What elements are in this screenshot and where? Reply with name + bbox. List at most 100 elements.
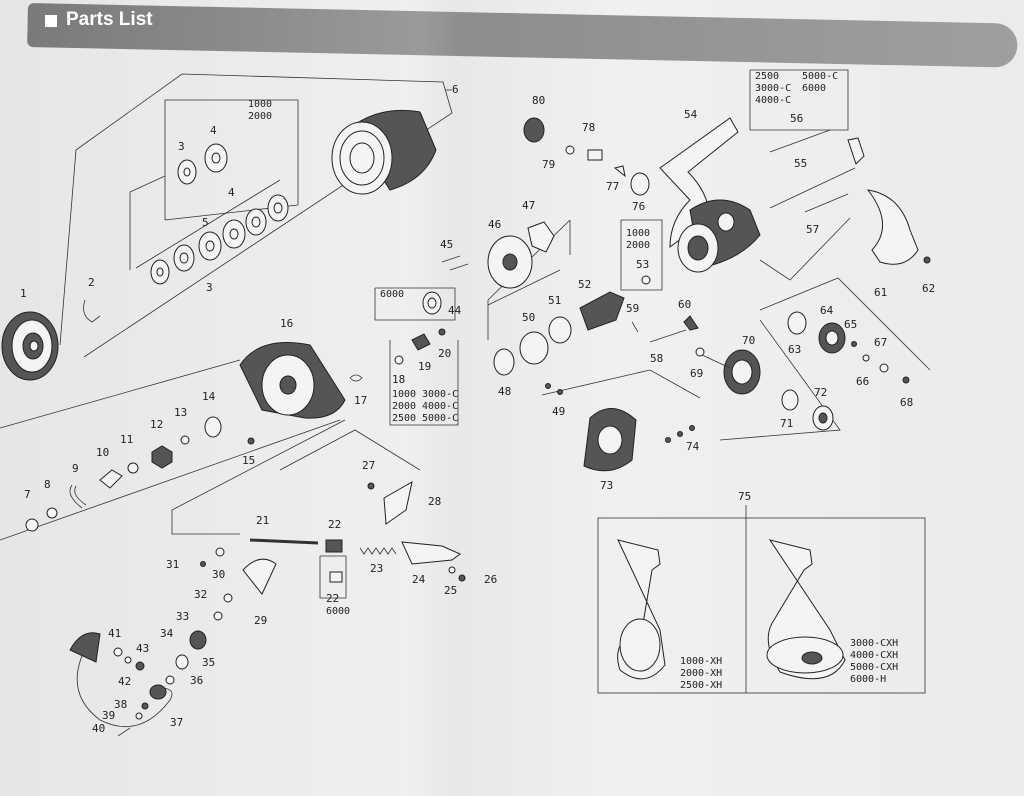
handle-left-size-1: 1000-XH <box>680 656 722 667</box>
part-18-size-1000: 1000 <box>392 389 416 400</box>
part-label-60: 60 <box>678 298 691 311</box>
part-label-8: 8 <box>44 478 51 491</box>
part-22-size: 6000 <box>326 606 350 617</box>
part-label-46: 46 <box>488 218 501 231</box>
part-number-labels: 1 2 3 4 4 5 3 6 7 8 9 10 11 12 13 14 15 … <box>20 83 935 735</box>
part-label-71: 71 <box>780 417 793 430</box>
part-44-size: 6000 <box>380 289 404 300</box>
handle-right-size-4: 6000-H <box>850 674 886 685</box>
part-53-size-2000: 2000 <box>626 240 650 251</box>
part-label-7: 7 <box>24 488 31 501</box>
part-label-39: 39 <box>102 709 115 722</box>
spool-washers <box>150 143 289 285</box>
part-label-42: 42 <box>118 675 131 688</box>
part-label-34: 34 <box>160 627 174 640</box>
part-label-48: 48 <box>498 385 511 398</box>
part-label-50: 50 <box>522 311 535 324</box>
part-label-9: 9 <box>72 462 79 475</box>
part-label-6: 6 <box>452 83 459 96</box>
part-label-45: 45 <box>440 238 453 251</box>
part-label-70: 70 <box>742 334 755 347</box>
spool-size-1000: 1000 <box>248 99 272 110</box>
part-label-79: 79 <box>542 158 555 171</box>
shaft-size-4000c: 4000-C <box>755 95 791 106</box>
part-18-size-4000c: 4000-C <box>422 401 458 412</box>
part-label-28: 28 <box>428 495 441 508</box>
body-group-lines <box>0 287 459 541</box>
part-label-78: 78 <box>582 121 595 134</box>
part-label-68: 68 <box>900 396 913 409</box>
part-label-41: 41 <box>108 627 121 640</box>
handle-left-size-3: 2500-XH <box>680 680 722 691</box>
rotor-small-parts <box>25 328 446 532</box>
part-label-53: 53 <box>636 258 649 271</box>
part-label-21: 21 <box>256 514 269 527</box>
part-label-18: 18 <box>392 373 405 386</box>
part-label-40: 40 <box>92 722 105 735</box>
part-label-69: 69 <box>690 367 703 380</box>
part-label-14: 14 <box>202 390 216 403</box>
part-label-25: 25 <box>444 584 457 597</box>
part-label-80: 80 <box>532 94 545 107</box>
part-label-64: 64 <box>820 304 834 317</box>
part-label-22a: 22 <box>328 518 341 531</box>
part-label-63: 63 <box>788 343 801 356</box>
part-label-15: 15 <box>242 454 255 467</box>
handle-right-size-2: 4000-CXH <box>850 650 898 661</box>
part-label-24: 24 <box>412 573 426 586</box>
shaft-size-3000c: 3000-C <box>755 83 791 94</box>
part-18-size-2500: 2500 <box>392 413 416 424</box>
spool-part <box>331 109 437 195</box>
shaft-size-6000: 6000 <box>802 83 826 94</box>
handle-left-size-2: 2000-XH <box>680 668 722 679</box>
part-label-72: 72 <box>814 386 827 399</box>
part-label-17: 17 <box>354 394 367 407</box>
part-label-66: 66 <box>856 375 869 388</box>
part-label-13: 13 <box>174 406 187 419</box>
part-label-23: 23 <box>370 562 383 575</box>
part-label-44: 44 <box>448 304 462 317</box>
part-label-27: 27 <box>362 459 375 472</box>
part-label-12: 12 <box>150 418 163 431</box>
part-label-62: 62 <box>922 282 935 295</box>
part-label-22b: 22 <box>326 592 339 605</box>
part-label-43: 43 <box>136 642 149 655</box>
header-bullet-icon <box>45 15 57 27</box>
part-label-38: 38 <box>114 698 127 711</box>
part-label-65: 65 <box>844 318 857 331</box>
rotor-part <box>239 342 346 419</box>
part-label-76: 76 <box>632 200 645 213</box>
part-label-2: 2 <box>88 276 95 289</box>
part-label-1: 1 <box>20 287 27 300</box>
part-label-73: 73 <box>600 479 613 492</box>
part-label-4b: 4 <box>228 186 235 199</box>
part-label-10: 10 <box>96 446 109 459</box>
part-18-size-2000: 2000 <box>392 401 416 412</box>
part-label-4a: 4 <box>210 124 217 137</box>
part-label-35: 35 <box>202 656 215 669</box>
part-label-11: 11 <box>120 433 133 446</box>
part-53-size-1000: 1000 <box>626 228 650 239</box>
handle-right-size-3: 5000-CXH <box>850 662 898 673</box>
part-label-55: 55 <box>794 157 807 170</box>
part-label-31: 31 <box>166 558 179 571</box>
part-18-size-5000c: 5000-C <box>422 413 458 424</box>
part-label-56: 56 <box>790 112 803 125</box>
page-title: Parts List <box>66 9 153 30</box>
part-label-47: 47 <box>522 199 535 212</box>
part-label-61: 61 <box>874 286 887 299</box>
shaft-size-5000c: 5000-C <box>802 71 838 82</box>
part-label-29: 29 <box>254 614 267 627</box>
part-label-26: 26 <box>484 573 497 586</box>
handle-variants-box <box>597 505 926 694</box>
part-label-57: 57 <box>806 223 819 236</box>
part-label-30: 30 <box>212 568 225 581</box>
spool-size-2000: 2000 <box>248 111 272 122</box>
spool-clip-part <box>83 299 101 323</box>
part-label-19: 19 <box>418 360 431 373</box>
part-18-size-3000c: 3000-C <box>422 389 458 400</box>
part-label-51: 51 <box>548 294 561 307</box>
part-label-32: 32 <box>194 588 207 601</box>
